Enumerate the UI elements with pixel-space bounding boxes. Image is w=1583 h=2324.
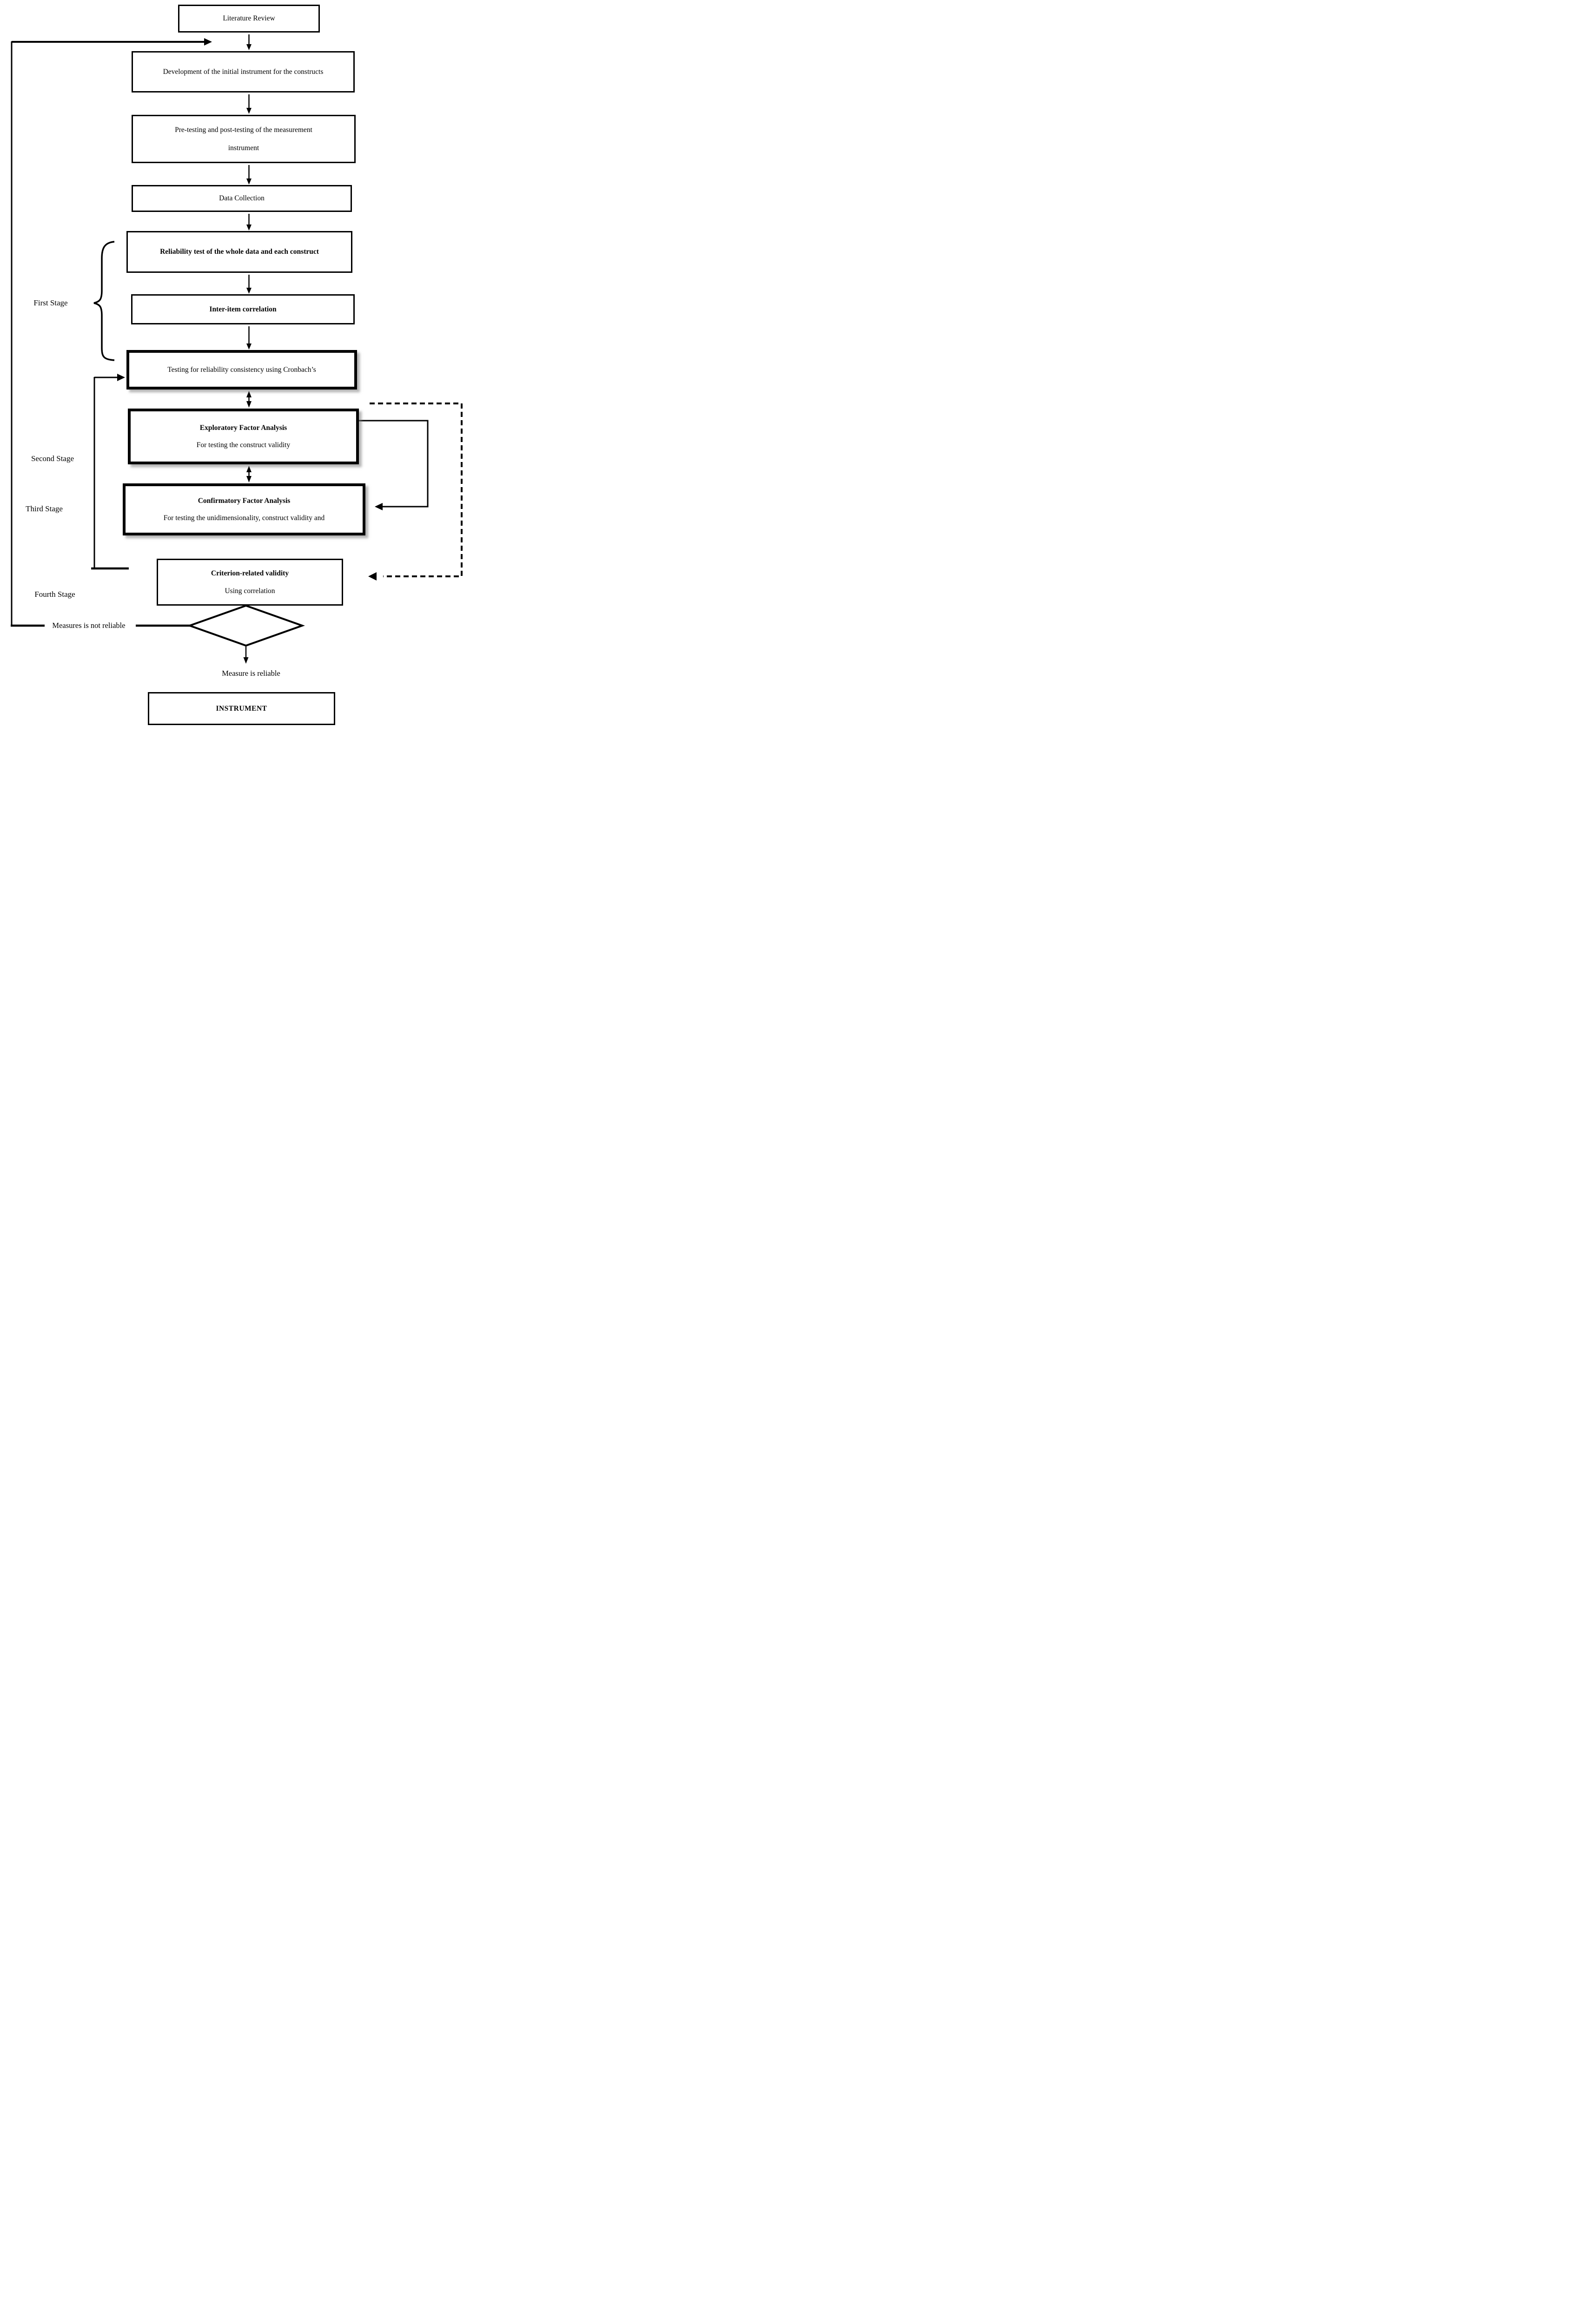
flowchart-canvas: Literature Review Development of the ini…: [0, 0, 465, 726]
loop-retest-to-cronbach: [91, 374, 129, 570]
decision-label-reliable: Measure is reliable: [222, 669, 280, 678]
node-cronbach-testing: Testing for reliability consistency usin…: [126, 350, 357, 390]
arrow-datacollection-to-reliability: [246, 214, 252, 231]
decision-diamond: [187, 604, 305, 647]
node-reliability-test: Reliability test of the whole data and e…: [126, 231, 352, 273]
stage-label-third: Third Stage: [26, 504, 63, 513]
stage-label-fourth: Fourth Stage: [34, 590, 75, 599]
arrow-reliability-to-interitem: [246, 275, 252, 294]
stage-label-second: Second Stage: [31, 454, 74, 463]
node-literature-review-label: Literature Review: [223, 14, 275, 23]
node-pretesting: Pre-testing and post-testing of the meas…: [132, 115, 356, 163]
node-literature-review: Literature Review: [178, 5, 320, 33]
node-instrument: INSTRUMENT: [148, 692, 335, 725]
arrow-cronbach-efa-bidirectional: [246, 391, 252, 408]
node-exploratory-factor-analysis: Exploratory Factor Analysis For testing …: [128, 409, 359, 464]
loop-efa-to-criterion-dashed: [368, 403, 463, 581]
node-cronbach-testing-label: Testing for reliability consistency usin…: [167, 365, 316, 374]
node-criterion-title: Criterion-related validity: [211, 569, 289, 578]
arrow-diamond-to-reliable: [243, 647, 249, 664]
arrow-pretesting-to-datacollection: [246, 165, 252, 185]
arrow-literature-to-development: [246, 34, 252, 50]
node-pretesting-line2: instrument: [228, 144, 259, 152]
arrow-interitem-to-cronbach: [246, 326, 252, 350]
loop-not-reliable-feedback: [11, 38, 212, 627]
node-confirmatory-factor-analysis: Confirmatory Factor Analysis For testing…: [123, 483, 365, 535]
decision-label-not-reliable: Measures is not reliable: [52, 621, 126, 630]
node-criterion-subtitle: Using correlation: [225, 587, 275, 595]
node-efa-title: Exploratory Factor Analysis: [199, 423, 287, 432]
arrow-development-to-pretesting: [246, 94, 252, 114]
node-pretesting-line1: Pre-testing and post-testing of the meas…: [175, 125, 312, 134]
node-development: Development of the initial instrument fo…: [132, 51, 355, 92]
node-reliability-test-label: Reliability test of the whole data and e…: [160, 248, 319, 256]
node-cfa-subtitle: For testing the unidimensionality, const…: [163, 514, 325, 522]
node-inter-item-correlation: Inter-item correlation: [131, 294, 355, 324]
connector-layer: [11, 34, 463, 664]
arrow-efa-cfa-bidirectional: [246, 466, 252, 482]
first-stage-brace: [93, 241, 115, 361]
node-cfa-title: Confirmatory Factor Analysis: [198, 496, 291, 505]
node-inter-item-correlation-label: Inter-item correlation: [209, 305, 277, 313]
node-data-collection-label: Data Collection: [219, 194, 265, 203]
node-instrument-label: INSTRUMENT: [216, 704, 267, 713]
stage-label-first: First Stage: [33, 298, 68, 307]
node-data-collection: Data Collection: [132, 185, 352, 212]
node-criterion-validity: Criterion-related validity Using correla…: [157, 559, 343, 606]
node-efa-subtitle: For testing the construct validity: [196, 441, 291, 449]
loop-efa-to-cfa-right: [359, 420, 429, 510]
node-development-label: Development of the initial instrument fo…: [163, 67, 324, 76]
